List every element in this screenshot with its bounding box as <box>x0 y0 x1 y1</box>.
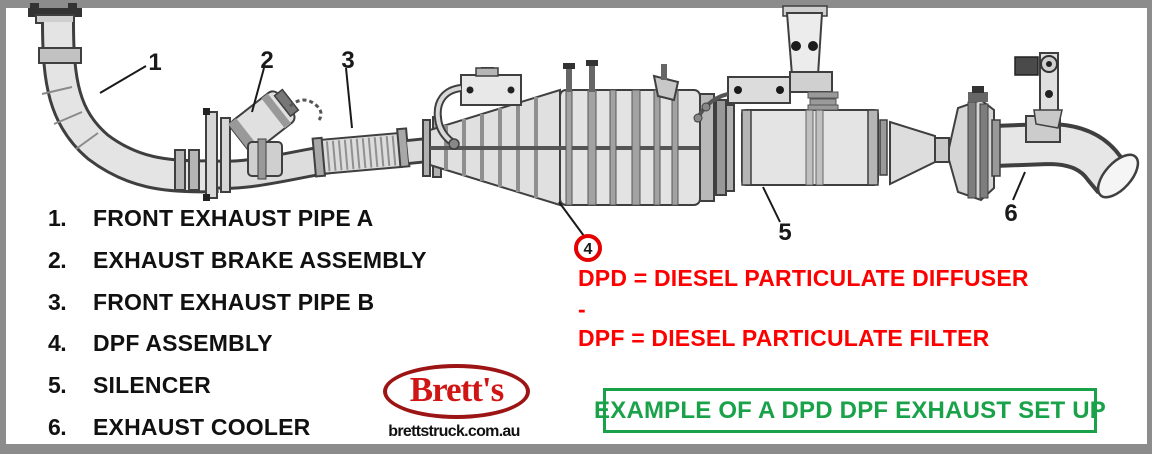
callout-4: 4 <box>584 241 593 258</box>
bretts-logo-text: Brett's <box>409 369 504 409</box>
part-label: EXHAUST COOLER <box>93 414 311 440</box>
part-number: 3. <box>48 289 67 315</box>
acronym-line-dpf: DPF = DIESEL PARTICULATE FILTER <box>578 325 990 351</box>
bretts-logo: Brett's <box>383 364 530 419</box>
dpf-assembly <box>429 60 735 207</box>
exhaust-diagram: 1 2 3 5 6 4 <box>28 3 1140 262</box>
part-number: 5. <box>48 372 67 398</box>
part-label: DPF ASSEMBLY <box>93 330 273 356</box>
callout-2: 2 <box>260 47 273 74</box>
callout-5: 5 <box>778 219 791 246</box>
example-banner-text: EXAMPLE OF A DPD DPF EXHAUST SET UP <box>594 396 1106 424</box>
part-number: 4. <box>48 330 67 356</box>
callout-1: 1 <box>148 49 161 76</box>
front-exhaust-pipe-a <box>28 3 219 194</box>
part-label: EXHAUST BRAKE ASSEMBLY <box>93 247 427 273</box>
part-number: 2. <box>48 247 67 273</box>
part-label: FRONT EXHAUST PIPE B <box>93 289 375 315</box>
callout-3: 3 <box>341 47 354 74</box>
callout-4-circle <box>574 234 602 262</box>
part-label: SILENCER <box>93 372 211 398</box>
acronym-line-dpd: DPD = DIESEL PARTICULATE DIFFUSER <box>578 265 1029 291</box>
acronym-separator: - <box>578 296 586 322</box>
silencer <box>693 5 879 186</box>
part-number: 6. <box>48 414 67 440</box>
website-text: brettstruck.com.au <box>388 423 520 440</box>
example-banner: EXAMPLE OF A DPD DPF EXHAUST SET UP <box>594 388 1106 433</box>
part-number: 1. <box>48 205 67 231</box>
part-label: FRONT EXHAUST PIPE A <box>93 205 374 231</box>
callout-leaders <box>99 65 1026 237</box>
front-exhaust-pipe-b <box>311 127 411 178</box>
callout-6: 6 <box>1004 200 1017 227</box>
exhaust-cooler <box>879 52 1140 202</box>
